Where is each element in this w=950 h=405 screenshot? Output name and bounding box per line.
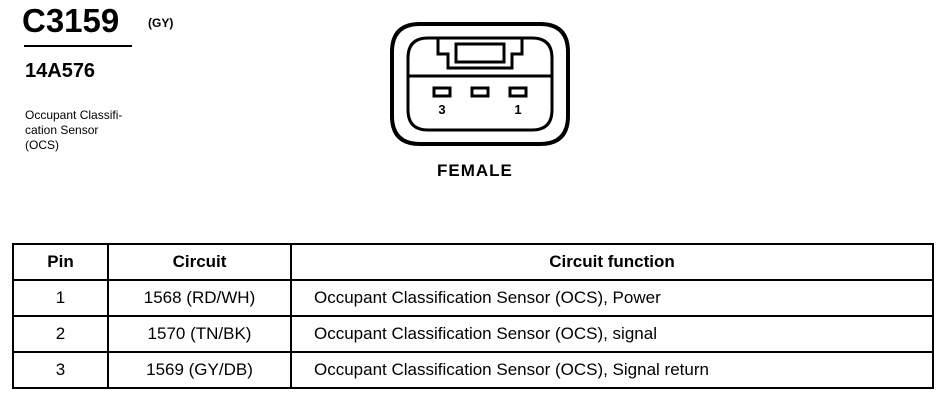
connector-description: Occupant Classifi- cation Sensor (OCS): [25, 108, 123, 152]
pin-cavity-2: [470, 86, 490, 98]
pin-cell: 2: [12, 315, 109, 353]
part-number: 14A576: [25, 60, 96, 82]
function-cell: Occupant Classification Sensor (OCS), Si…: [290, 351, 934, 389]
pin-cell: 1: [12, 279, 109, 317]
table-row: 2 1570 (TN/BK) Occupant Classification S…: [12, 315, 934, 353]
header-circuit-function: Circuit function: [290, 243, 934, 281]
header-pin: Pin: [12, 243, 109, 281]
header-circuit: Circuit: [107, 243, 292, 281]
connector-color-code: (GY): [148, 16, 174, 30]
connector-outer-housing: [390, 22, 570, 146]
function-cell: Occupant Classification Sensor (OCS), si…: [290, 315, 934, 353]
pin-label-1: 1: [514, 102, 521, 117]
pin-cavity-3: [432, 86, 452, 98]
pin-label-3: 3: [438, 102, 445, 117]
connector-latch: [436, 38, 524, 70]
circuit-cell: 1569 (GY/DB): [107, 351, 292, 389]
connector-face-diagram: 3 1: [390, 22, 570, 146]
title-divider: [24, 45, 132, 47]
latch-window: [454, 42, 506, 64]
table-header-row: Pin Circuit Circuit function: [12, 243, 934, 281]
circuit-cell: 1570 (TN/BK): [107, 315, 292, 353]
circuit-cell: 1568 (RD/WH): [107, 279, 292, 317]
table-row: 3 1569 (GY/DB) Occupant Classification S…: [12, 351, 934, 389]
pin-cavity-1: [508, 86, 528, 98]
connector-gender-label: FEMALE: [437, 161, 513, 180]
table-row: 1 1568 (RD/WH) Occupant Classification S…: [12, 279, 934, 317]
function-cell: Occupant Classification Sensor (OCS), Po…: [290, 279, 934, 317]
pinout-table: Pin Circuit Circuit function 1 1568 (RD/…: [12, 243, 934, 389]
connector-id: C3159: [22, 2, 120, 39]
pin-cell: 3: [12, 351, 109, 389]
connector-inner-housing: [406, 36, 554, 132]
